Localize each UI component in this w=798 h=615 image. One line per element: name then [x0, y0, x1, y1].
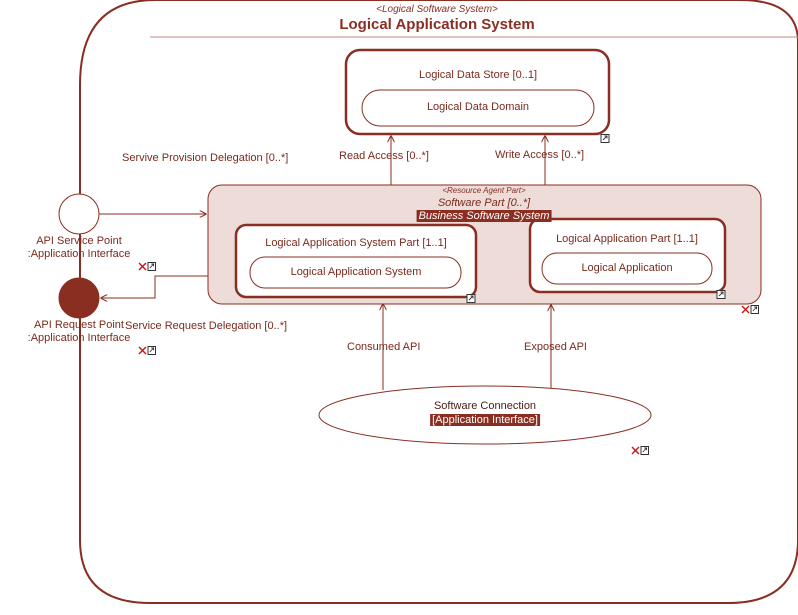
software-part-label: Software Part [0..*] — [437, 197, 531, 209]
data-domain-label: Logical Data Domain — [426, 101, 530, 113]
request-delegation-label: Service Request Delegation [0..*] — [125, 320, 288, 332]
consumed-api-label: Consumed API — [347, 341, 421, 353]
app-part-inner-box[interactable] — [541, 252, 713, 285]
close-icon — [138, 262, 147, 271]
system-title: Logical Application System — [339, 16, 535, 33]
close-link-marker[interactable] — [741, 305, 759, 315]
system-part-label: Logical Application System Part [1..1] — [265, 237, 447, 249]
app-part-inner-label: Logical Application — [581, 262, 673, 274]
system-part-inner-label: Logical Application System — [290, 266, 422, 278]
api-service-point-port[interactable] — [58, 193, 100, 235]
data-store-label: Logical Data Store [0..1] — [418, 69, 538, 81]
app-part-label: Logical Application Part [1..1] — [556, 233, 698, 245]
service-port-type: :Application Interface — [27, 248, 131, 260]
link-icon[interactable] — [716, 290, 734, 300]
link-icon[interactable] — [466, 294, 484, 304]
service-port-label: API Service Point — [36, 235, 122, 247]
close-link-marker[interactable] — [631, 446, 649, 456]
close-icon — [138, 346, 147, 355]
provision-delegation-label: Servive Provision Delegation [0..*] — [122, 152, 289, 164]
close-icon — [741, 305, 750, 314]
software-part-type: Business Software System — [416, 210, 552, 222]
link-icon[interactable] — [600, 134, 618, 144]
read-access-label: Read Access [0..*] — [339, 150, 429, 162]
api-request-point-port[interactable] — [58, 277, 100, 319]
request-port-type: :Application Interface — [27, 332, 131, 344]
request-delegation-connector[interactable] — [101, 275, 208, 298]
software-connection-type: [Application Interface] — [430, 414, 540, 426]
system-stereotype: <Logical Software System> — [376, 4, 498, 15]
software-part-stereotype: <Resource Agent Part> — [442, 186, 526, 195]
system-boundary[interactable] — [79, 0, 798, 604]
close-link-marker[interactable] — [138, 346, 156, 356]
system-part-inner-box[interactable] — [249, 256, 462, 289]
close-icon — [631, 446, 640, 455]
data-domain-box[interactable] — [361, 89, 595, 127]
software-connection-label: Software Connection — [433, 400, 537, 412]
write-access-label: Write Access [0..*] — [495, 149, 585, 161]
exposed-api-label: Exposed API — [524, 341, 587, 353]
close-link-marker[interactable] — [138, 262, 156, 272]
request-port-label: API Request Point — [34, 319, 124, 331]
